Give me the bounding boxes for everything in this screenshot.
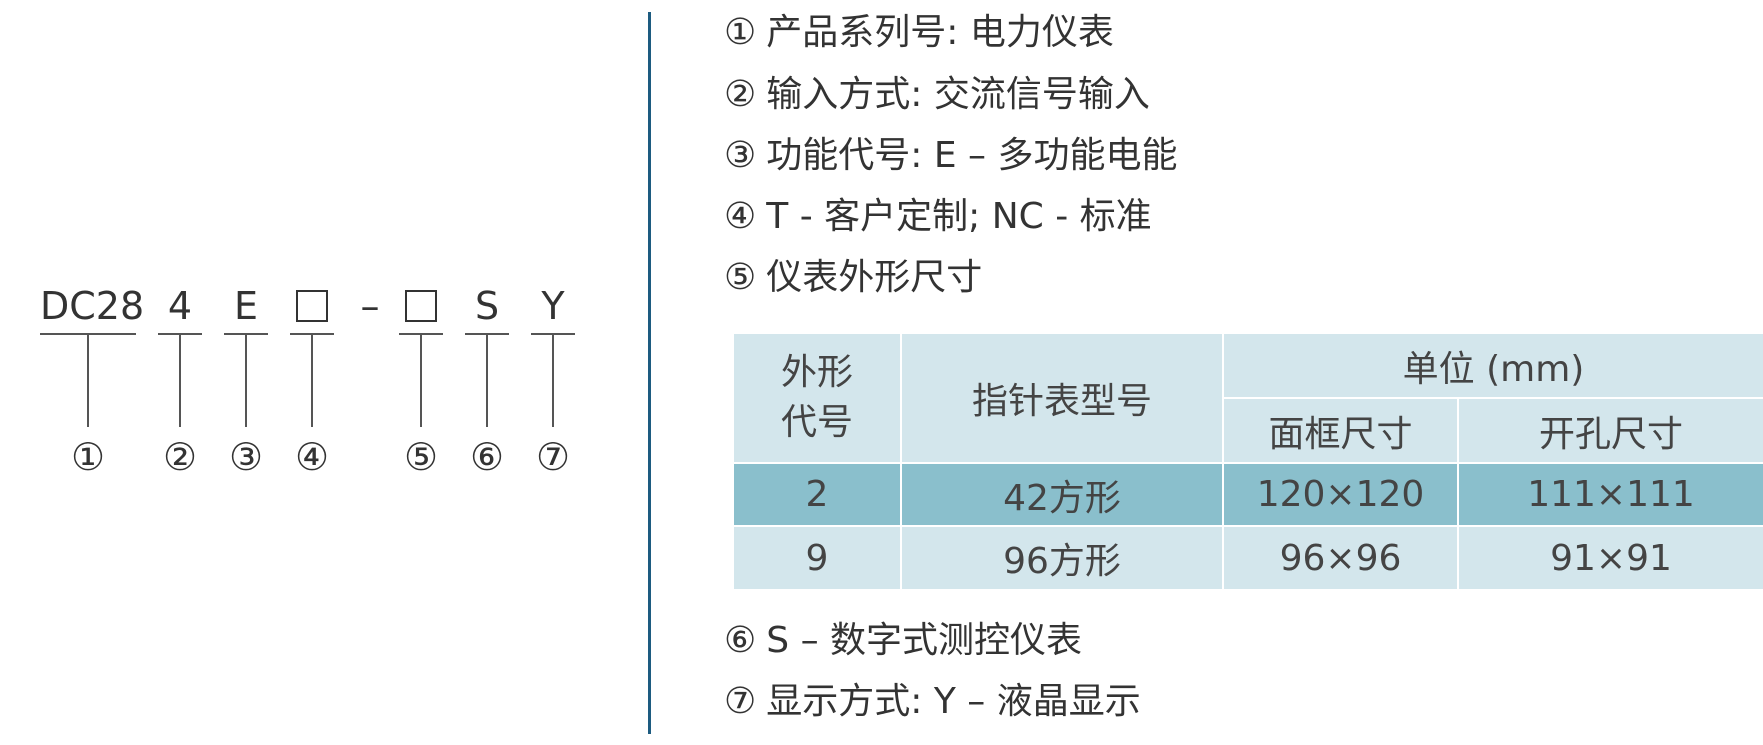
code-input-text: 4 [158, 280, 202, 335]
code-separator: – [360, 284, 380, 328]
header-model: 指针表型号 [900, 332, 1224, 464]
code-function-text: E [224, 280, 268, 335]
code-stem [87, 335, 89, 427]
legend-number: ⑥ [724, 620, 757, 661]
legend-text: 输入方式: 交流信号输入 [766, 74, 1150, 115]
code-segment-input: 4 ② [158, 280, 202, 502]
code-stem [420, 335, 422, 427]
code-stem [245, 335, 247, 427]
code-number-2: ② [162, 435, 198, 479]
code-segment-series: DC28 ① [40, 280, 144, 502]
cell-model: 42方形 [900, 462, 1224, 527]
code-number-1: ① [70, 435, 106, 479]
cell-cutout-size: 111×111 [1456, 462, 1763, 527]
code-type-text: S [465, 280, 509, 335]
cell-cutout-size: 91×91 [1456, 525, 1763, 591]
code-number-7: ⑦ [535, 435, 571, 479]
vertical-divider [648, 12, 651, 734]
legend-text: 显示方式: Y – 液晶显示 [766, 681, 1141, 722]
model-code-diagram: DC28 ① 4 ② E ③ ④ – ⑤ S ⑥ Y ⑦ [0, 0, 640, 745]
legend-text: T - 客户定制; NC - 标准 [766, 196, 1152, 237]
code-segment-function: E ③ [224, 280, 268, 502]
code-display-text: Y [531, 280, 575, 335]
code-segment-display: Y ⑦ [531, 280, 575, 502]
code-number-4: ④ [294, 435, 330, 479]
legend-number: ⑦ [724, 681, 757, 722]
header-shape-code-line2: 代号 [780, 402, 853, 443]
table-row: 2 42方形 120×120 111×111 [732, 462, 1763, 527]
placeholder-box-icon [405, 290, 437, 322]
code-segment-type: S ⑥ [465, 280, 509, 502]
header-shape-code: 外形 代号 [732, 332, 902, 464]
code-series-text: DC28 [40, 280, 144, 335]
header-cutout-size: 开孔尺寸 [1456, 397, 1763, 464]
cell-model: 96方形 [900, 525, 1224, 591]
placeholder-box-icon [296, 290, 328, 322]
code-number-3: ③ [228, 435, 264, 479]
legend-text: 功能代号: E – 多功能电能 [766, 135, 1178, 176]
code-stem [552, 335, 554, 427]
legend-text: 仪表外形尺寸 [766, 257, 983, 298]
cell-panel-size: 96×96 [1222, 525, 1459, 591]
legend-number: ⑤ [724, 257, 757, 298]
header-unit: 单位 (mm) [1221, 332, 1763, 399]
code-custom-placeholder [290, 280, 334, 335]
legend-number: ④ [724, 196, 757, 237]
table-row: 9 96方形 96×96 91×91 [732, 525, 1763, 591]
legend-text: 产品系列号: 电力仪表 [766, 12, 1114, 53]
code-stem [311, 335, 313, 427]
legend-number: ③ [724, 135, 757, 176]
code-size-placeholder [399, 280, 443, 335]
code-stem [486, 335, 488, 427]
size-table: 外形 代号 指针表型号 单位 (mm) 面框尺寸 开孔尺寸 2 42方形 120… [732, 332, 1763, 591]
code-segment-size: ⑤ [399, 280, 443, 502]
header-panel-size: 面框尺寸 [1222, 397, 1459, 464]
header-shape-code-line1: 外形 [780, 352, 853, 393]
code-number-5: ⑤ [403, 435, 439, 479]
cell-shape-code: 9 [732, 525, 902, 591]
code-stem [179, 335, 181, 427]
legend-number: ② [724, 74, 757, 115]
legend-text: S – 数字式测控仪表 [766, 620, 1083, 661]
cell-panel-size: 120×120 [1222, 462, 1459, 527]
code-number-6: ⑥ [469, 435, 505, 479]
legend-number: ① [724, 12, 757, 53]
code-segment-custom: ④ [290, 280, 334, 502]
cell-shape-code: 2 [732, 462, 902, 527]
